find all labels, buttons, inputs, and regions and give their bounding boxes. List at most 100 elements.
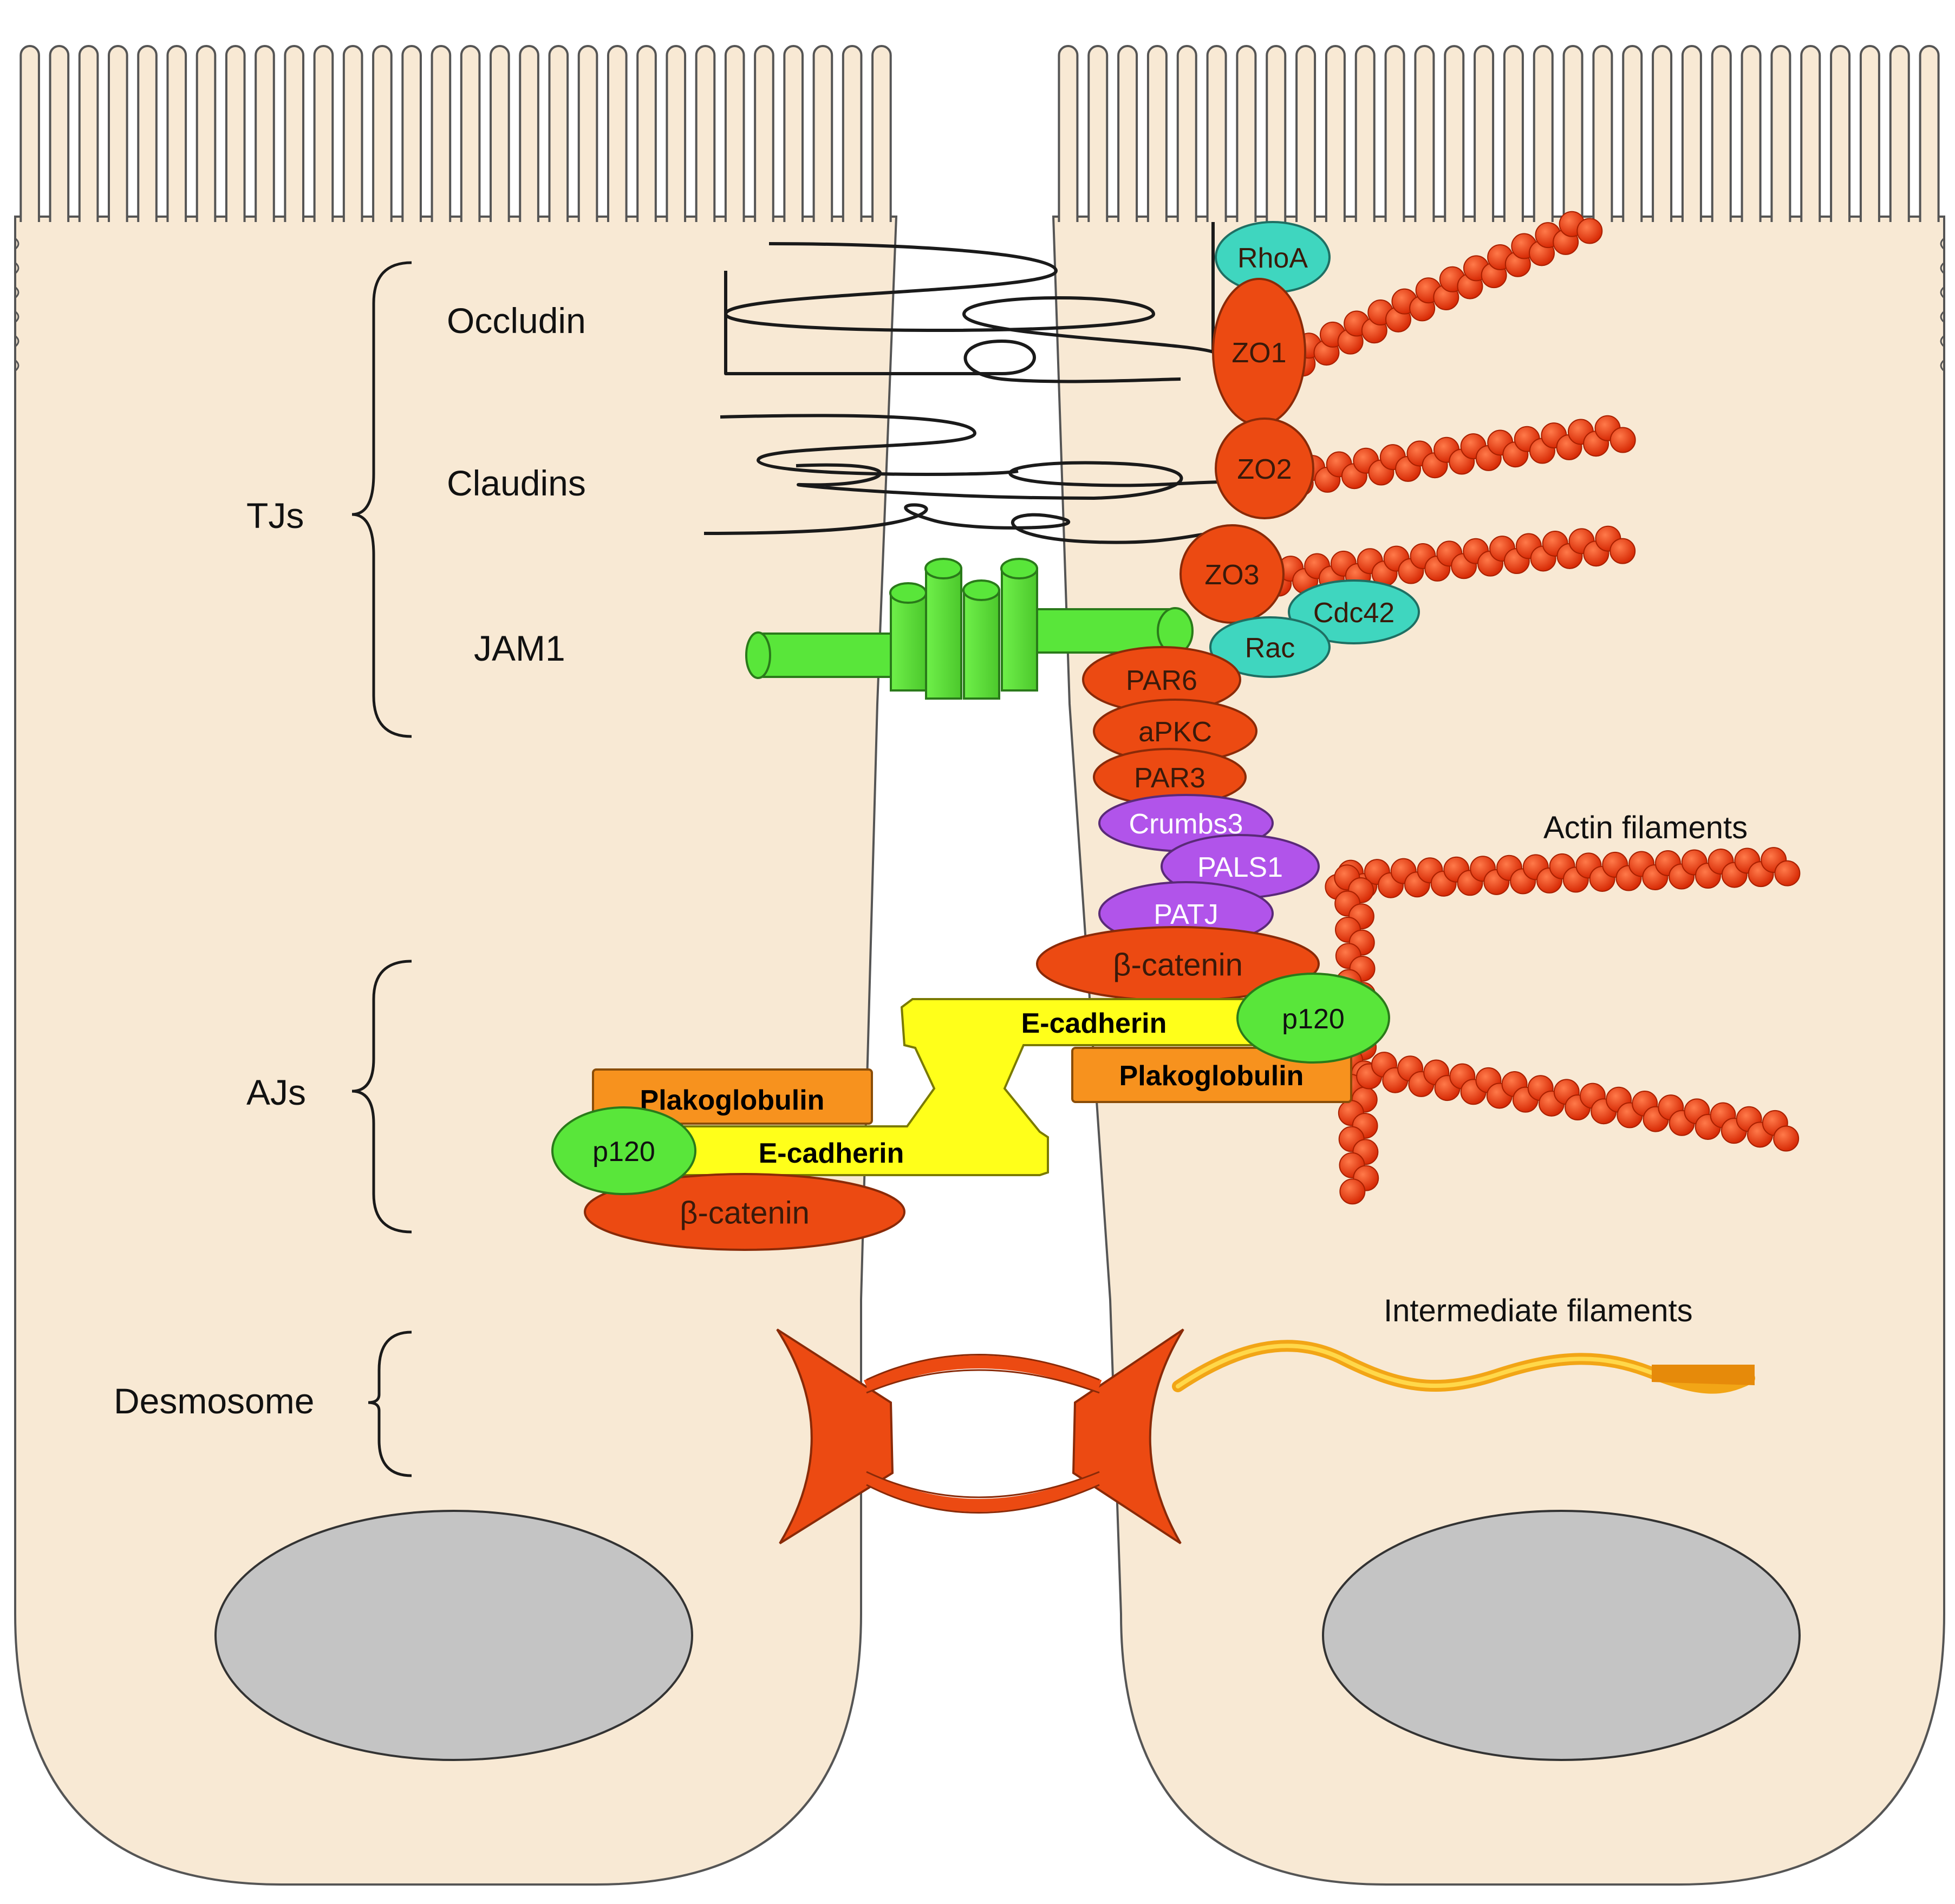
microvillus: [1266, 45, 1287, 222]
ajs-brace: [351, 960, 412, 1234]
beta-catenin-left-protein: [584, 1173, 905, 1251]
microvillus: [1325, 45, 1346, 222]
ajs-label: AJs: [246, 1072, 306, 1112]
microvillus: [166, 45, 187, 222]
jam1-cylinder-1-top: [889, 582, 927, 604]
claudin-strand-lower: [703, 503, 1214, 544]
microvillus: [1236, 45, 1257, 222]
microvillus: [548, 45, 569, 222]
zo3-protein: [1179, 524, 1285, 624]
microvillus: [1503, 45, 1524, 222]
microvillus: [1711, 45, 1732, 222]
zo2-label: ZO2: [1237, 454, 1292, 485]
microvillus: [1176, 45, 1197, 222]
microvillus: [460, 45, 481, 222]
rhoa-label: RhoA: [1237, 243, 1308, 274]
microvillus: [1859, 45, 1880, 222]
polarity-complex: RhoA ZO1 ZO2 ZO3 Cdc42 Rac PAR6 aPKC PAR…: [1036, 221, 1420, 1002]
microvillus: [636, 45, 657, 222]
occludin-strand-lower: [724, 271, 1181, 383]
microvillus: [724, 45, 745, 222]
actin-filaments: [1266, 211, 1801, 1205]
jam1-cylinder-1: [890, 592, 927, 692]
zo1-label: ZO1: [1231, 337, 1286, 369]
claudins-label: Claudins: [447, 463, 586, 503]
actin-monomer: [1576, 218, 1603, 244]
plakoglobulin-right-label: Plakoglobulin: [1119, 1060, 1304, 1092]
actin-filament: [1356, 1052, 1800, 1152]
right-nucleus: [1322, 1510, 1801, 1761]
microvillus: [284, 45, 305, 222]
jam1-cylinder-2: [925, 568, 962, 700]
membrane-ridge: [14, 286, 19, 299]
p120-left-protein: [551, 1106, 696, 1195]
microvillus: [1414, 45, 1435, 222]
microvillus: [783, 45, 804, 222]
rac-label: Rac: [1245, 633, 1295, 664]
microvillus: [108, 45, 128, 222]
microvillus: [1652, 45, 1673, 222]
microvillus: [519, 45, 539, 222]
microvillus: [812, 45, 833, 222]
intermediate-filaments-label: Intermediate filaments: [1384, 1293, 1693, 1328]
plakoglobulin-left-box: [592, 1068, 873, 1125]
actin-filament: [1325, 847, 1801, 900]
cdc42-label: Cdc42: [1313, 597, 1394, 629]
microvillus: [49, 45, 70, 222]
left-cell: [14, 45, 898, 1886]
microvillus: [1533, 45, 1554, 222]
left-nucleus: [214, 1510, 693, 1761]
microvillus: [1087, 45, 1109, 222]
actin-filament: [1266, 525, 1636, 597]
actin-monomer: [1773, 1125, 1800, 1152]
microvillus: [1474, 45, 1495, 222]
desmosome-cadherins-outline: [866, 1354, 1100, 1514]
cdc42-protein: [1288, 579, 1420, 644]
microvillus: [313, 45, 334, 222]
occludin-label: Occludin: [447, 301, 586, 341]
left-cell-body: [14, 216, 898, 1886]
actin-monomer: [1339, 1178, 1366, 1205]
right-microvilli: [1058, 45, 1940, 222]
pals1-label: PALS1: [1197, 852, 1283, 883]
microvillus: [666, 45, 687, 222]
membrane-ridge: [14, 237, 19, 250]
e-cadherin-dimer: [665, 998, 1271, 1176]
claudin-strand-middle: [796, 461, 1224, 500]
tjs-brace: [351, 261, 412, 738]
p120-right-label: p120: [1282, 1003, 1345, 1035]
plakoglobulin-left-label: Plakoglobulin: [640, 1085, 825, 1116]
microvillus: [19, 45, 40, 222]
microvillus: [871, 45, 892, 222]
microvillus: [401, 45, 422, 222]
adherens-junction: E-cadherin E-cadherin Plakoglobulin p120…: [551, 973, 1390, 1251]
membrane-ridge: [1940, 262, 1945, 275]
plakoglobulin-right-box: [1071, 1047, 1352, 1103]
jam1-label: JAM1: [474, 628, 565, 668]
microvillus: [1830, 45, 1851, 222]
membrane-ridge: [1940, 359, 1945, 372]
membrane-ridge: [14, 310, 19, 323]
actin-filament: [1289, 211, 1603, 377]
microvillus: [342, 45, 363, 222]
desmosome-label: Desmosome: [114, 1381, 314, 1421]
left-microvilli: [19, 45, 892, 222]
intermediate-filament-highlight: [1176, 1344, 1654, 1388]
microvillus: [1146, 45, 1168, 222]
desmosome-structure: [776, 1328, 1184, 1544]
microvillus: [372, 45, 393, 222]
desmosome-plaque-right: [1072, 1328, 1184, 1544]
membrane-ridge: [14, 262, 19, 275]
microvillus: [225, 45, 246, 222]
desmosome-brace: [368, 1331, 412, 1477]
actin-monomer: [1609, 427, 1636, 453]
desmosome-plaque-left: [776, 1328, 894, 1544]
microvillus: [255, 45, 275, 222]
jam1-cylinder-3: [963, 589, 1000, 700]
zo2-protein: [1215, 418, 1314, 519]
microvillus: [1206, 45, 1227, 222]
membrane-ridge: [1940, 237, 1945, 250]
membrane-ridge: [1940, 286, 1945, 299]
microvillus: [490, 45, 510, 222]
microvillus: [196, 45, 217, 222]
